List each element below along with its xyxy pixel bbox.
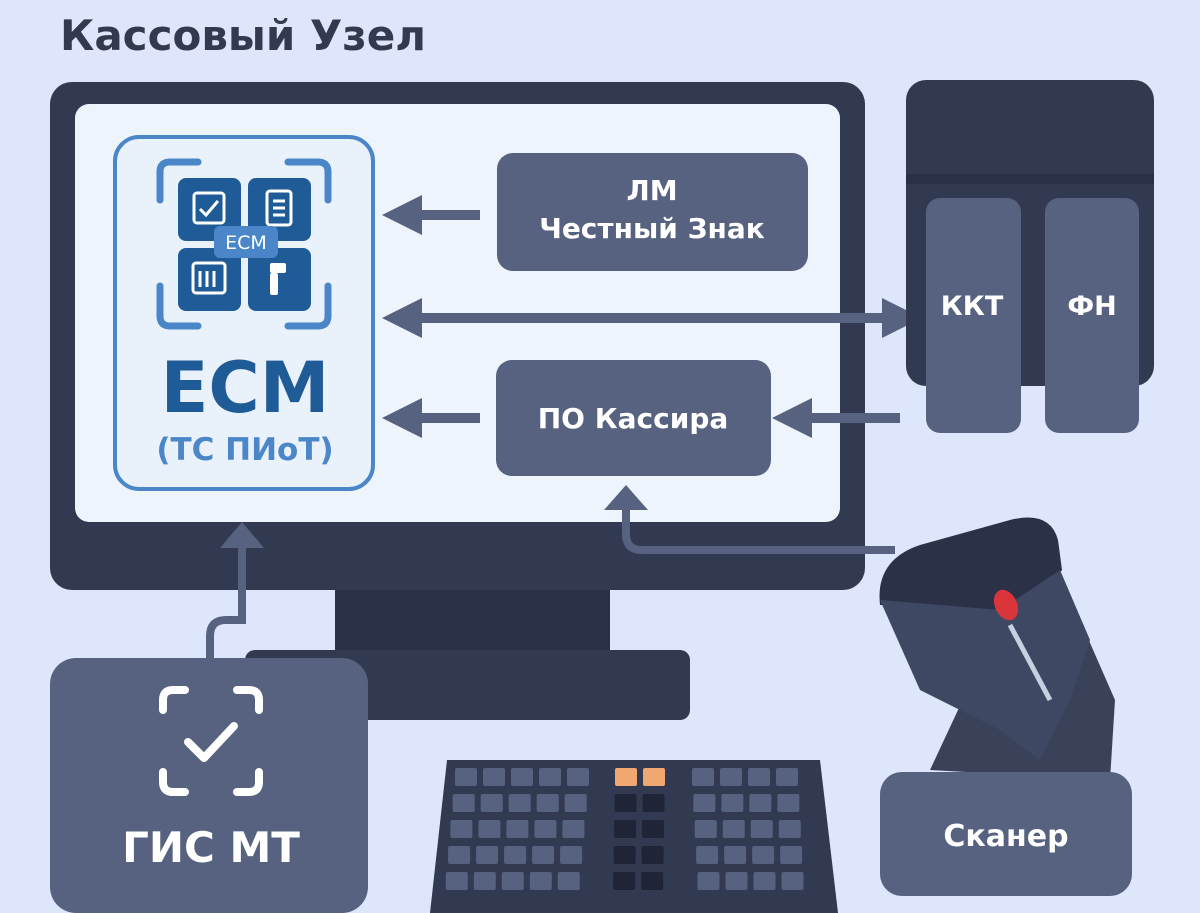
keyboard-key-highlighted xyxy=(643,768,665,786)
keyboard-key xyxy=(562,820,584,838)
keyboard-key xyxy=(642,846,664,864)
keyboard-key xyxy=(696,846,718,864)
keyboard-key xyxy=(723,820,745,838)
keyboard-key xyxy=(782,872,804,890)
keyboard-key xyxy=(530,872,552,890)
fn-label: ФН xyxy=(1067,291,1116,322)
keyboard-key xyxy=(749,794,771,812)
barcode-scanner-icon xyxy=(880,518,1116,781)
keyboard-key xyxy=(748,768,770,786)
scanner-box: Сканер xyxy=(880,772,1132,896)
lm-label-line1: ЛМ xyxy=(626,174,677,207)
keyboard-key xyxy=(698,872,720,890)
keyboard-key xyxy=(754,872,776,890)
keyboard-key xyxy=(481,794,503,812)
ecm-panel: ECM ECM (ТС ПИоТ) xyxy=(115,137,373,489)
keyboard-key xyxy=(448,846,470,864)
keyboard-key xyxy=(453,794,475,812)
keyboard-key xyxy=(721,794,743,812)
cashier-software-label: ПО Кассира xyxy=(538,402,729,435)
keyboard-key xyxy=(476,846,498,864)
keyboard-key xyxy=(695,820,717,838)
keyboard-key xyxy=(446,872,468,890)
scanner-label: Сканер xyxy=(943,819,1068,854)
keyboard-key xyxy=(532,846,554,864)
keyboard-key xyxy=(539,768,561,786)
lm-box: ЛМ Честный Знак xyxy=(497,153,808,271)
gis-mt-box: ГИС МТ xyxy=(50,658,368,913)
keyboard-key xyxy=(478,820,500,838)
keyboard-key xyxy=(558,872,580,890)
keyboard-key xyxy=(692,768,714,786)
keyboard-key xyxy=(693,794,715,812)
keyboard-key xyxy=(614,846,636,864)
keyboard-key xyxy=(720,768,742,786)
keyboard-key xyxy=(567,768,589,786)
kkt-label: ККТ xyxy=(941,291,1004,322)
keyboard-key xyxy=(724,846,746,864)
gis-mt-label: ГИС МТ xyxy=(122,823,300,872)
ecm-badge-label: ECM xyxy=(225,232,267,254)
keyboard-key xyxy=(450,820,472,838)
keyboard-key xyxy=(779,820,801,838)
keyboard-key xyxy=(752,846,774,864)
keyboard-key xyxy=(642,820,664,838)
keyboard-key xyxy=(534,820,556,838)
keyboard-key xyxy=(777,794,799,812)
keyboard-key xyxy=(455,768,477,786)
keyboard-key xyxy=(504,846,526,864)
lm-label-line2: Честный Знак xyxy=(539,212,765,245)
keyboard-key xyxy=(726,872,748,890)
page-title: Кассовый Узел xyxy=(60,11,426,60)
keyboard-key xyxy=(560,846,582,864)
ecm-title: ECM xyxy=(161,347,330,429)
keyboard-key xyxy=(643,794,665,812)
ecm-subtitle: (ТС ПИоТ) xyxy=(156,432,333,468)
keyboard-key xyxy=(641,872,663,890)
keyboard-key xyxy=(483,768,505,786)
keyboard-key xyxy=(506,820,528,838)
keyboard-key xyxy=(502,872,524,890)
keyboard-key xyxy=(780,846,802,864)
keyboard-key xyxy=(474,872,496,890)
keyboard-key xyxy=(751,820,773,838)
keyboard xyxy=(430,760,838,913)
kkt-fn-device: ККТ ФН xyxy=(906,80,1154,433)
keyboard-key xyxy=(613,872,635,890)
keyboard-key xyxy=(614,820,636,838)
cashier-software-box: ПО Кассира xyxy=(496,360,771,476)
keyboard-key xyxy=(537,794,559,812)
keyboard-key xyxy=(776,768,798,786)
keyboard-key xyxy=(511,768,533,786)
keyboard-key-highlighted xyxy=(615,768,637,786)
keyboard-key xyxy=(565,794,587,812)
keyboard-key xyxy=(615,794,637,812)
keyboard-key xyxy=(509,794,531,812)
